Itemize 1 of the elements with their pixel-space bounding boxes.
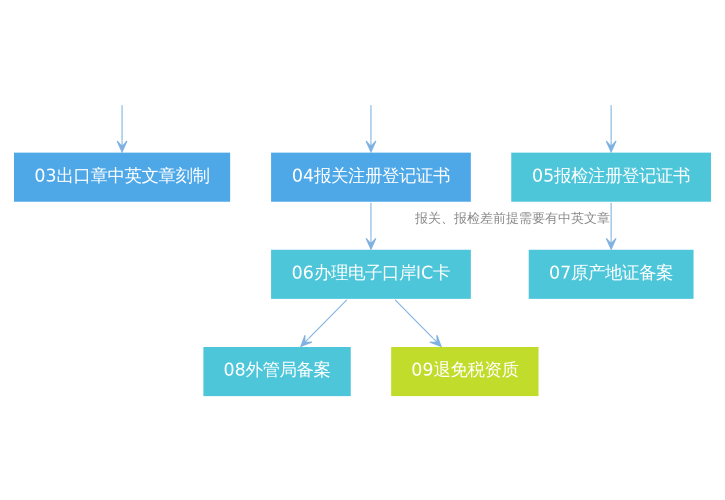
edge-label: 报关、报检差前提需要有中英文章 <box>414 211 610 226</box>
